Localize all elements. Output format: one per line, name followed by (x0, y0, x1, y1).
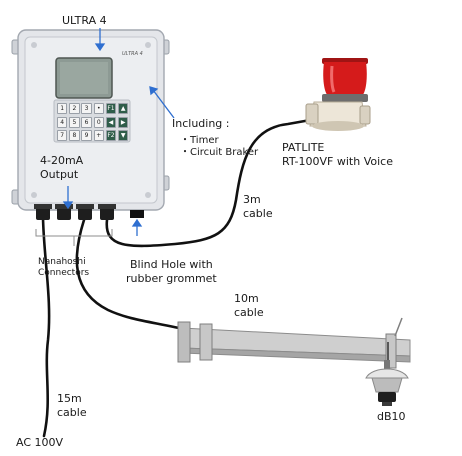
annotation-arrows (62, 28, 175, 236)
db10-sensor (365, 360, 409, 406)
keypad-key[interactable]: 4 (57, 116, 68, 128)
keypad-key[interactable]: F1 (105, 103, 117, 114)
ac-power-cable (41, 216, 51, 438)
cable-3m-label: cable (243, 207, 273, 220)
timer-item: ・Timer (180, 135, 219, 146)
patlite-beacon (305, 58, 371, 131)
keypad-key[interactable]: 2 (69, 103, 80, 114)
breaker-item: ・Circuit Braker (180, 147, 259, 158)
nanahoshi-connectors (34, 204, 116, 220)
ac-power-label: AC 100V (16, 436, 64, 449)
keypad-key[interactable]: ▼ (118, 130, 129, 142)
keypad-key[interactable]: F2 (105, 130, 117, 142)
mounting-bracket (177, 317, 411, 369)
nanahoshi-label-line2: Connectors (38, 268, 90, 278)
nanahoshi-label-line1: Nanahoshi (38, 257, 86, 267)
output-label-line2: Output (40, 168, 79, 181)
keypad-key[interactable]: ◀ (105, 116, 117, 128)
patlite-model-label: RT-100VF with Voice (282, 155, 393, 168)
blind-hole-label-line2: rubber grommet (126, 272, 217, 285)
device-name-label: ULTRA 4 (62, 14, 107, 27)
cable-10m-label: cable (234, 306, 264, 319)
keypad-key[interactable]: ▲ (118, 103, 129, 114)
cable-10m-length: 10m (234, 292, 259, 305)
keypad-key[interactable]: 3 (81, 103, 92, 114)
keypad-key[interactable]: 6 (81, 116, 92, 128)
connector-bracket (35, 229, 113, 246)
cable-15m-length: 15m (57, 392, 82, 405)
keypad-key[interactable]: 7 (57, 130, 68, 142)
blind-hole-grommet (130, 210, 144, 218)
blind-hole-label-line1: Blind Hole with (130, 258, 213, 271)
output-label-line1: 4-20mA (40, 154, 84, 167)
keypad-key[interactable]: 9 (81, 130, 92, 142)
keypad-key[interactable]: 1 (57, 103, 68, 114)
beacon-cable-3m (105, 117, 318, 248)
keypad-key[interactable]: + (93, 130, 104, 142)
keypad-key[interactable]: ▶ (118, 116, 129, 128)
keypad-key[interactable]: 8 (69, 130, 80, 142)
patlite-label: PATLITE (282, 141, 325, 154)
keypad-key[interactable]: 0 (93, 116, 104, 128)
keypad-key[interactable]: • (93, 103, 104, 114)
cable-15m-label: cable (57, 406, 87, 419)
cable-3m-length: 3m (243, 193, 261, 206)
sensor-label: dB10 (377, 410, 406, 423)
device-brand-mark: ULTRA 4 (122, 51, 143, 57)
arrow-including (152, 89, 175, 119)
including-heading: Including : (172, 117, 230, 130)
keypad-key[interactable]: 5 (69, 116, 80, 128)
